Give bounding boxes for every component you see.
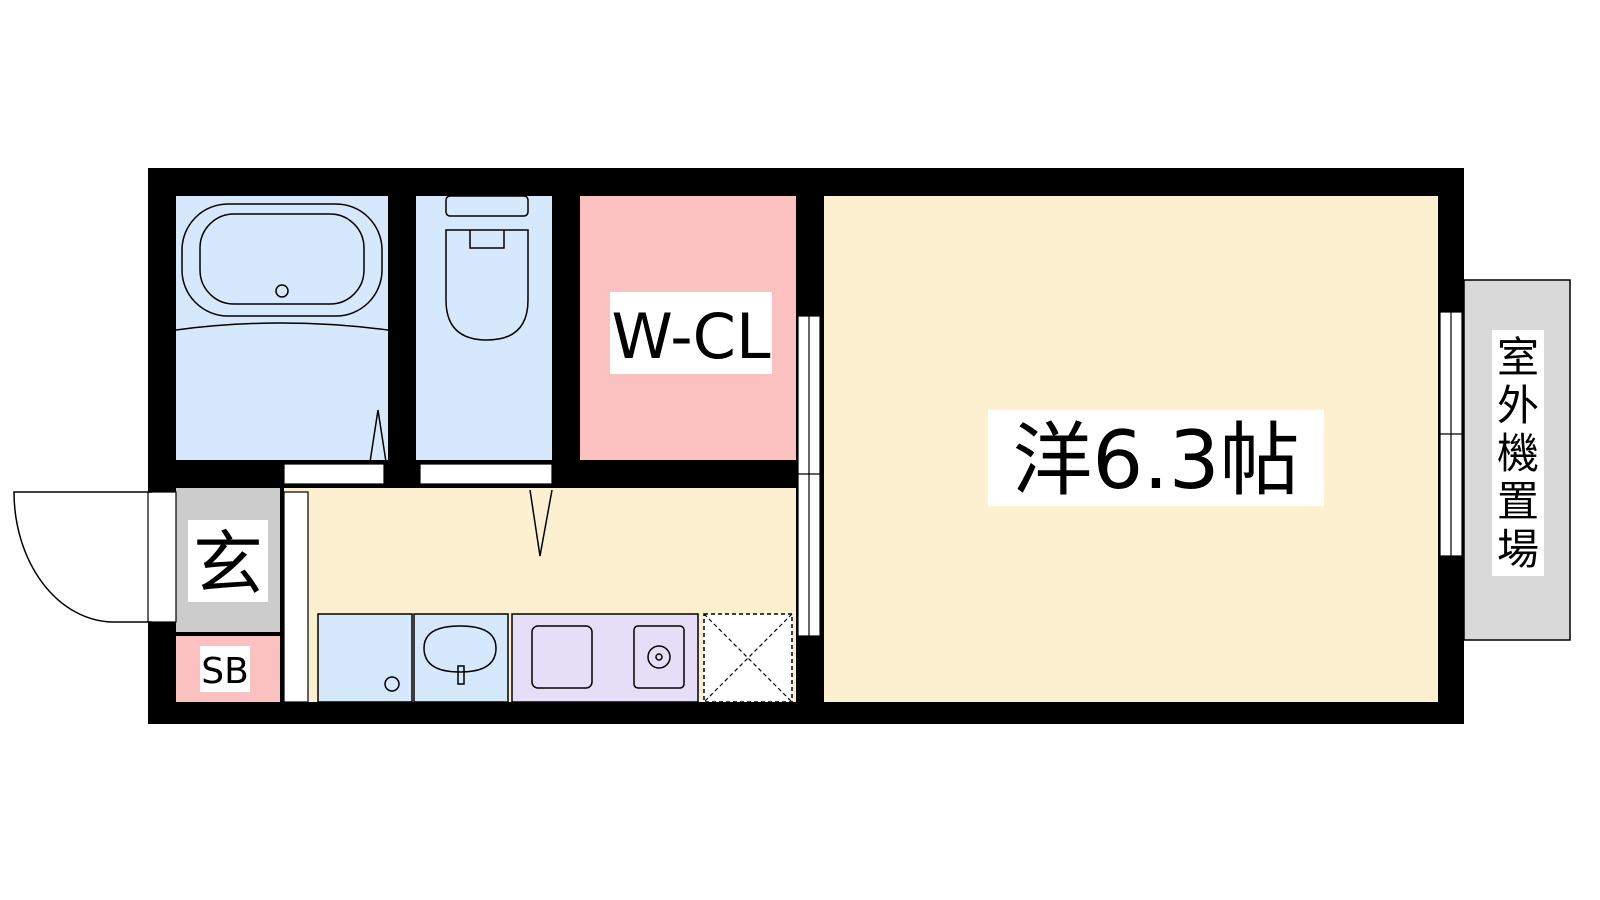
kitchen-sink-icon (531, 625, 593, 689)
bathroom-door-swing (369, 409, 387, 463)
wcl-label-bg (610, 292, 772, 374)
toilet-area (416, 196, 552, 460)
bathroom-area (176, 196, 388, 460)
refrigerator-space (703, 613, 793, 703)
shoe-box-label: SB (201, 651, 249, 692)
toilet-door (419, 463, 553, 485)
entrance-door-opening (147, 491, 177, 623)
western-room-label-bg (988, 410, 1324, 506)
entrance-label: 玄 (193, 523, 263, 605)
outdoor-label-char-4: 置 (1497, 477, 1539, 526)
washer-drain-icon (384, 676, 400, 692)
western-room-label: 洋6.3帖 (1012, 414, 1299, 507)
outdoor-label-char-1: 室 (1497, 333, 1539, 382)
entrance-door-swing (13, 491, 152, 623)
bathtub-icon (181, 203, 383, 317)
bathroom-floor-line (175, 322, 389, 331)
washing-machine-area (317, 613, 413, 703)
outdoor-label-char-2: 外 (1497, 381, 1539, 430)
entrance-partition (283, 491, 309, 703)
walk-in-closet-label: W-CL (612, 300, 771, 373)
outdoor-label-char-3: 機 (1497, 429, 1539, 478)
entrance-label-bg (188, 520, 268, 602)
outdoor-label-char-5: 場 (1497, 525, 1539, 574)
kitchen-door-swing (529, 489, 553, 557)
stove-icon (633, 625, 685, 689)
shoe-box-label-bg (200, 646, 250, 692)
bathroom-door (283, 463, 385, 485)
wash-basin-icon (423, 625, 497, 685)
wash-basin-area (413, 613, 509, 703)
outdoor-label-bg (1492, 330, 1544, 576)
toilet-icon (445, 195, 529, 341)
